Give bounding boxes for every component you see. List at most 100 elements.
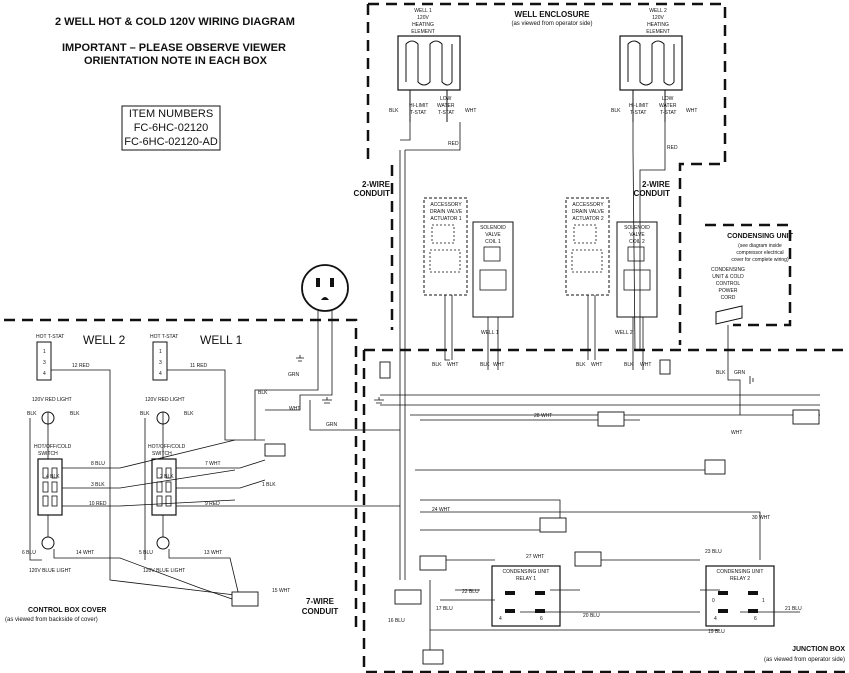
svg-text:WHT: WHT: [447, 362, 458, 368]
svg-text:14 WHT: 14 WHT: [76, 550, 94, 556]
svg-text:compressor electrical: compressor electrical: [736, 250, 783, 256]
svg-text:HEATING: HEATING: [647, 22, 669, 28]
terminal-blocks: [231, 359, 820, 665]
control-box-title: CONTROL BOX COVER: [28, 607, 106, 614]
svg-text:WHT: WHT: [465, 108, 476, 114]
svg-text:10 RED: 10 RED: [89, 501, 107, 507]
svg-text:BLK: BLK: [27, 411, 37, 417]
svg-text:WELL 1: WELL 1: [414, 8, 432, 14]
svg-text:24 WHT: 24 WHT: [432, 507, 450, 513]
svg-text:6 BLU: 6 BLU: [22, 550, 36, 556]
svg-text:21 BLU: 21 BLU: [785, 606, 802, 612]
svg-text:11 RED: 11 RED: [190, 363, 208, 369]
svg-text:UNIT & COLD: UNIT & COLD: [712, 274, 744, 280]
terminal-block: [419, 555, 447, 571]
ground-icon: [374, 397, 384, 404]
svg-text:WHT: WHT: [289, 406, 300, 412]
svg-text:BLK: BLK: [432, 362, 442, 368]
heating-element-1: WELL 1 120V HEATING ELEMENT BLK HI-LIMIT…: [389, 8, 476, 147]
svg-text:ACCESSORY: ACCESSORY: [572, 202, 604, 208]
svg-text:16 BLU: 16 BLU: [388, 618, 405, 624]
ground-icon: [322, 397, 332, 404]
svg-text:28 WHT: 28 WHT: [534, 413, 552, 419]
svg-text:1 BLK: 1 BLK: [262, 482, 276, 488]
two-wire-right-label1: 2-WIRE: [642, 180, 671, 189]
svg-text:4: 4: [43, 371, 46, 377]
svg-text:DRAIN VALVE: DRAIN VALVE: [572, 209, 605, 215]
title-block: 2 WELL HOT & COLD 120V WIRING DIAGRAM IM…: [55, 16, 295, 67]
svg-text:WELL 2: WELL 2: [615, 330, 633, 336]
terminal-block: [379, 361, 391, 379]
svg-text:WATER: WATER: [437, 103, 455, 109]
svg-text:CONDENSING UNIT: CONDENSING UNIT: [727, 233, 793, 240]
terminal-block: [574, 551, 602, 567]
svg-text:HOT/OFF/COLD: HOT/OFF/COLD: [148, 444, 186, 450]
svg-text:HOT T-STAT: HOT T-STAT: [36, 334, 64, 340]
well-1-label: WELL 1: [200, 333, 243, 347]
svg-text:BLK: BLK: [258, 390, 268, 396]
junction-wire-labels: 15 WHT 24 WHT 28 WHT 30 WHT 27 WHT WHT 2…: [258, 362, 802, 635]
svg-text:5 BLU: 5 BLU: [139, 550, 153, 556]
svg-text:WATER: WATER: [659, 103, 677, 109]
heating-element-2: WELL 2 120V HEATING ELEMENT BLK HI-LIMIT…: [611, 8, 697, 151]
item-numbers-box: ITEM NUMBERS FC-6HC-02120 FC-6HC-02120-A…: [121, 105, 221, 151]
svg-text:(see diagram inside: (see diagram inside: [738, 243, 782, 249]
svg-text:4: 4: [499, 616, 502, 622]
ground-symbols: [296, 355, 754, 404]
svg-text:RELAY 1: RELAY 1: [516, 576, 536, 582]
svg-text:4: 4: [159, 371, 162, 377]
svg-text:ACTUATOR 2: ACTUATOR 2: [572, 216, 603, 222]
svg-text:7 WHT: 7 WHT: [205, 461, 221, 467]
svg-text:ELEMENT: ELEMENT: [646, 29, 670, 35]
svg-text:ACCESSORY: ACCESSORY: [430, 202, 462, 208]
terminal-block: [659, 359, 671, 375]
well-2-label: WELL 2: [83, 333, 126, 347]
svg-text:LOW: LOW: [662, 96, 674, 102]
svg-text:HI-LIMIT: HI-LIMIT: [409, 103, 428, 109]
junction-box-note: (as viewed from operator side): [764, 657, 845, 663]
solenoid-valve-coil-2: SOLENOID VALVE COIL 2 WELL 2: [615, 221, 658, 336]
svg-text:3: 3: [159, 360, 162, 366]
svg-text:VALVE: VALVE: [629, 232, 645, 238]
svg-text:cover for complete wiring): cover for complete wiring): [731, 257, 789, 263]
control-box-border: [4, 318, 358, 627]
svg-text:2 BLK: 2 BLK: [160, 474, 174, 480]
important-note-line2: ORIENTATION NOTE IN EACH BOX: [84, 55, 268, 67]
svg-text:BLK: BLK: [70, 411, 80, 417]
well-enclosure-border: [368, 2, 727, 345]
svg-text:GRN: GRN: [326, 422, 338, 428]
control-well-1: HOT T-STAT WELL 1 1 3 4 11 RED 120V RED …: [139, 333, 276, 574]
svg-text:120V RED LIGHT: 120V RED LIGHT: [32, 397, 72, 403]
two-wire-left-label2: CONDUIT: [354, 189, 391, 198]
svg-text:WELL 2: WELL 2: [649, 8, 667, 14]
svg-text:GRN: GRN: [734, 370, 746, 376]
svg-text:RED: RED: [667, 145, 678, 151]
terminal-block: [394, 589, 422, 605]
well-enclosure-note: (as viewed from operator side): [511, 21, 592, 27]
svg-text:SOLENOID: SOLENOID: [624, 225, 650, 231]
blue-light-icon: [156, 536, 170, 550]
svg-text:T-STAT: T-STAT: [410, 110, 426, 116]
svg-text:8 BLU: 8 BLU: [91, 461, 105, 467]
svg-text:1: 1: [762, 598, 765, 604]
item-number-2: FC-6HC-02120-AD: [124, 136, 218, 148]
svg-text:BLK: BLK: [624, 362, 634, 368]
solenoid-valve-coil-1: SOLENOID VALVE COIL 1 WELL 1: [472, 221, 514, 336]
svg-text:ELEMENT: ELEMENT: [411, 29, 435, 35]
terminal-block: [704, 459, 726, 475]
two-wire-right-label2: CONDUIT: [634, 189, 671, 198]
svg-text:19 BLU: 19 BLU: [708, 629, 725, 635]
svg-text:T-STAT: T-STAT: [438, 110, 454, 116]
svg-text:RELAY 2: RELAY 2: [730, 576, 750, 582]
svg-text:1: 1: [43, 349, 46, 355]
svg-text:BLK: BLK: [716, 370, 726, 376]
well-enclosure-title: WELL ENCLOSURE: [515, 10, 591, 19]
control-box-note: (as viewed from backside of cover): [5, 617, 98, 623]
svg-text:4: 4: [714, 616, 717, 622]
seven-wire-label1: 7-WIRE: [306, 597, 335, 606]
svg-text:13 WHT: 13 WHT: [204, 550, 222, 556]
terminal-block: [792, 409, 820, 425]
svg-text:WHT: WHT: [493, 362, 504, 368]
svg-text:BLK: BLK: [611, 108, 621, 114]
svg-text:3 BLK: 3 BLK: [91, 482, 105, 488]
